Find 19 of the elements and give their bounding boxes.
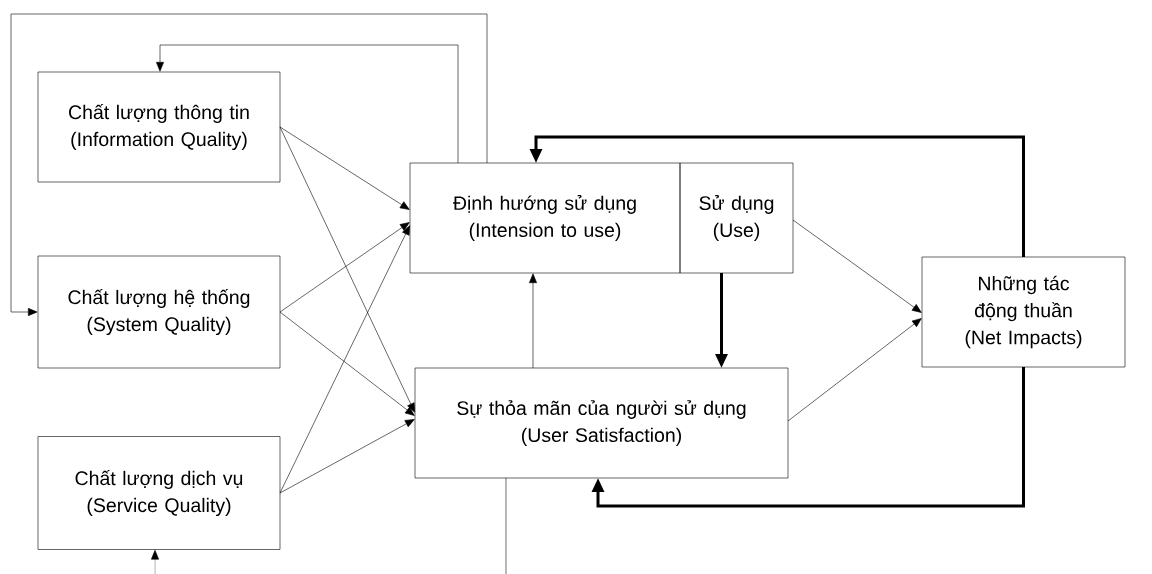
- process-box: Chất lượng dịch vụ (Service Quality): [37, 436, 281, 550]
- process-box: Định hướng sử dụng (Intension to use): [409, 162, 681, 274]
- process-box: Chất lượng hệ thống (System Quality): [37, 255, 281, 369]
- arrow: [279, 419, 415, 494]
- arrow: [279, 225, 410, 494]
- process-box: Sử dụng (Use): [679, 162, 794, 274]
- process-box: Những tác động thuần (Net Impacts): [921, 256, 1126, 368]
- arrow: [792, 219, 922, 313]
- arrow: [10, 13, 488, 316]
- arrow: [156, 44, 459, 164]
- arrow: [279, 222, 410, 313]
- arrow: [279, 311, 415, 416]
- arrow: [529, 273, 537, 369]
- process-box: Chất lượng thông tin (Information Quality): [37, 71, 281, 183]
- process-box: Sự thỏa mãn của người sử dụng (User Satisfaction): [414, 367, 789, 479]
- arrow: [591, 367, 1025, 508]
- arrow: [787, 318, 922, 422]
- arrow: [279, 126, 410, 210]
- arrow: [279, 126, 415, 413]
